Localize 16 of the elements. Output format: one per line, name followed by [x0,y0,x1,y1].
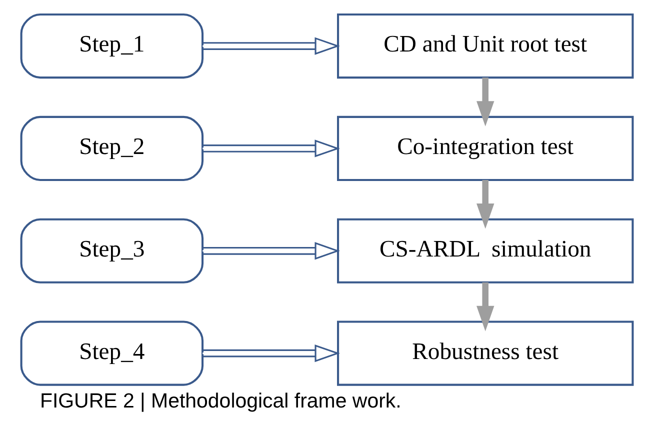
node-box: Step_3 [20,218,204,284]
arrow [476,180,494,229]
node-box: Co-integration test [337,116,634,181]
node-box: Step_2 [20,116,204,181]
arrow [202,344,340,362]
arrow [476,78,494,126]
node-box: Robustness test [337,320,634,386]
node-box: Step_1 [20,14,204,79]
node-box: Step_4 [20,320,204,386]
arrow [202,242,340,260]
arrow [202,140,340,158]
node-box: CD and Unit root test [337,14,634,79]
arrow [476,282,494,332]
caption: FIGURE 2 | Methodological frame work. [40,390,402,413]
arrow [202,37,340,55]
node-box: CS-ARDL simulation [337,218,634,284]
